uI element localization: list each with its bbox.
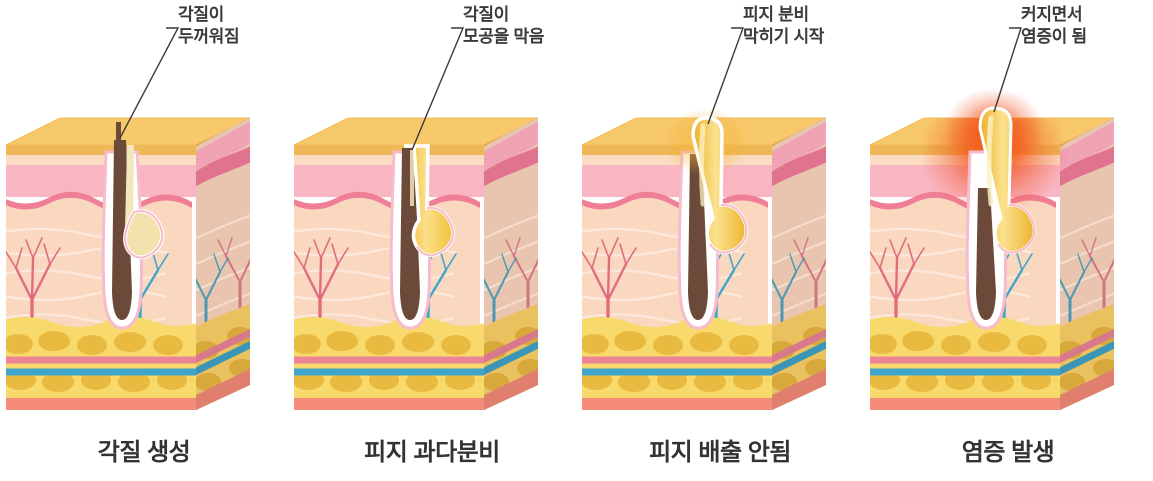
skin-block-illustration-3 bbox=[581, 108, 827, 410]
skin-block-illustration-1 bbox=[5, 117, 251, 410]
panel-caption-4: 염증 발생 bbox=[961, 439, 1055, 466]
callout-text-3: 피지 분비 막히기 시작 bbox=[743, 5, 825, 47]
sebum-plug-2 bbox=[404, 144, 455, 257]
callout-leader-line-4 bbox=[993, 27, 1022, 113]
callout-leader-line-1 bbox=[119, 27, 180, 139]
hair-follicle-2 bbox=[389, 144, 455, 330]
sebum-plug-4 bbox=[978, 106, 1036, 255]
panel-excess-sebum: 각질이 모공을 막음 피지 과다분비 bbox=[288, 0, 576, 481]
panel-caption-1: 각질 생성 bbox=[97, 439, 191, 466]
panel-caption-3: 피지 배출 안됨 bbox=[649, 439, 791, 466]
panel-blocked-sebum: 피지 분비 막히기 시작 피지 배출 안됨 bbox=[576, 0, 864, 481]
skin-block-illustration-4 bbox=[869, 88, 1115, 410]
panel-inflammation: 커지면서 염증이 됨 염증 발생 bbox=[864, 0, 1152, 481]
callout-text-4: 커지면서 염증이 됨 bbox=[1021, 5, 1087, 47]
panel-caption-2: 피지 과다분비 bbox=[364, 439, 500, 466]
hair-follicle-1 bbox=[101, 122, 165, 330]
hair-follicle-3 bbox=[662, 108, 750, 330]
callout-text-2: 각질이 모공을 막음 bbox=[463, 5, 545, 47]
callout-leader-line-3 bbox=[707, 27, 745, 125]
skin-block-illustration-2 bbox=[293, 117, 539, 410]
sebum-plug-3 bbox=[691, 116, 749, 255]
callout-leader-line-2 bbox=[411, 27, 465, 151]
panel-keratin-formation: 각질이 두꺼워짐 각질 생성 bbox=[0, 0, 288, 481]
callout-text-1: 각질이 두꺼워짐 bbox=[178, 5, 240, 47]
hair-follicle-4 bbox=[965, 106, 1036, 330]
